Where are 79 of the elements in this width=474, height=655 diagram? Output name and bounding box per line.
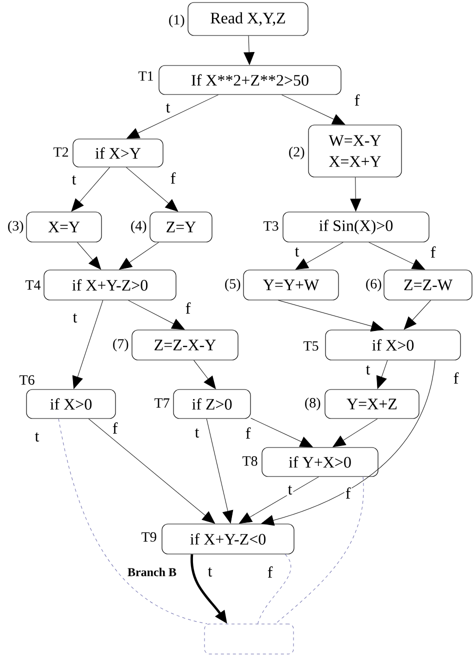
arrow xyxy=(332,418,378,448)
node-label: (2) xyxy=(289,146,304,160)
flow-box: Z=Z-W xyxy=(384,270,472,300)
flow-box: Y=X+Z xyxy=(324,389,420,419)
edge-label: t xyxy=(164,102,172,114)
node-label: (4) xyxy=(131,220,146,234)
arrow xyxy=(282,94,346,125)
edge-label: t xyxy=(70,174,78,186)
edge-label: t xyxy=(206,566,214,578)
node-label: T5 xyxy=(304,341,318,351)
dashed-line xyxy=(258,554,292,624)
edge-label: f xyxy=(266,565,274,579)
arrow xyxy=(376,360,388,389)
flow-box: $\text{If X**2+Z**2>50}$ xyxy=(158,65,342,95)
empty-box xyxy=(204,624,294,654)
edge-label: f xyxy=(244,426,252,440)
edge-label: f xyxy=(429,245,437,259)
edge-label: f xyxy=(452,371,460,385)
arrow xyxy=(126,94,219,139)
arrow xyxy=(244,36,255,65)
dashed-line xyxy=(275,476,364,624)
arrow xyxy=(404,300,431,330)
node-label: (8) xyxy=(305,398,320,410)
node-label: (5) xyxy=(225,278,240,292)
edge-label: t xyxy=(286,484,294,496)
arrow xyxy=(278,300,384,332)
arrow xyxy=(128,300,185,330)
edge-label: f xyxy=(353,93,361,107)
flow-box: Read X,Y,Z xyxy=(188,2,308,36)
node-label: T9 xyxy=(142,532,156,542)
edge-label: f xyxy=(169,171,177,185)
flow-box: if Sin(X)>0 xyxy=(282,212,430,242)
node-label: T4 xyxy=(26,280,41,290)
node-label: (6) xyxy=(366,278,382,292)
arrow xyxy=(368,242,425,270)
flow-box: if X>0 xyxy=(26,389,116,419)
arrow xyxy=(72,300,104,389)
arrow xyxy=(126,167,178,212)
arrow xyxy=(119,242,159,270)
edge-label: t xyxy=(294,246,300,258)
arrow xyxy=(71,167,110,212)
arrow xyxy=(239,476,319,524)
node-label: T8 xyxy=(242,456,258,466)
node-label: (1) xyxy=(169,14,184,28)
flow-box: if X>0 xyxy=(325,330,461,360)
node-label: T7 xyxy=(154,398,170,408)
arrow xyxy=(194,360,216,389)
node-label: T2 xyxy=(54,147,68,157)
arrow xyxy=(77,242,101,270)
flow-box: if Y+X>0 xyxy=(262,447,378,477)
flow-box: W=X-Y X=X+Y xyxy=(308,124,402,178)
node-label: (3) xyxy=(8,220,24,234)
node-label: T6 xyxy=(20,375,34,385)
arrow xyxy=(295,242,344,270)
node-label: (7) xyxy=(113,338,128,352)
flow-box: if Z>0 xyxy=(173,389,251,419)
flow-box: Z=Z-X-Y xyxy=(132,330,238,360)
flow-box: if X+Y-Z<0 xyxy=(162,524,294,554)
node-label: T1 xyxy=(138,71,153,81)
flow-box: X=Y xyxy=(26,212,102,242)
edge-label: f xyxy=(111,421,119,435)
arrow xyxy=(350,177,362,212)
arrow xyxy=(261,360,436,526)
edge-label: f xyxy=(184,301,192,315)
edge-label: t xyxy=(34,431,40,443)
dashed-line xyxy=(58,418,208,624)
edge-label: t xyxy=(364,364,372,376)
edge-label: t xyxy=(194,427,200,439)
arrow xyxy=(250,418,313,448)
flow-box: Y=Y+W xyxy=(243,270,339,300)
node-label: T3 xyxy=(264,221,278,231)
branch-label: Branch B xyxy=(128,568,176,576)
flow-box: if X>Y xyxy=(72,138,164,168)
edge-label: t xyxy=(72,312,78,324)
edge-label: f xyxy=(344,486,352,500)
flow-box: if X+Y-Z>0 xyxy=(44,270,176,300)
arrow xyxy=(88,418,215,524)
arrow xyxy=(206,418,234,524)
flow-box: Z=Y xyxy=(150,212,212,242)
